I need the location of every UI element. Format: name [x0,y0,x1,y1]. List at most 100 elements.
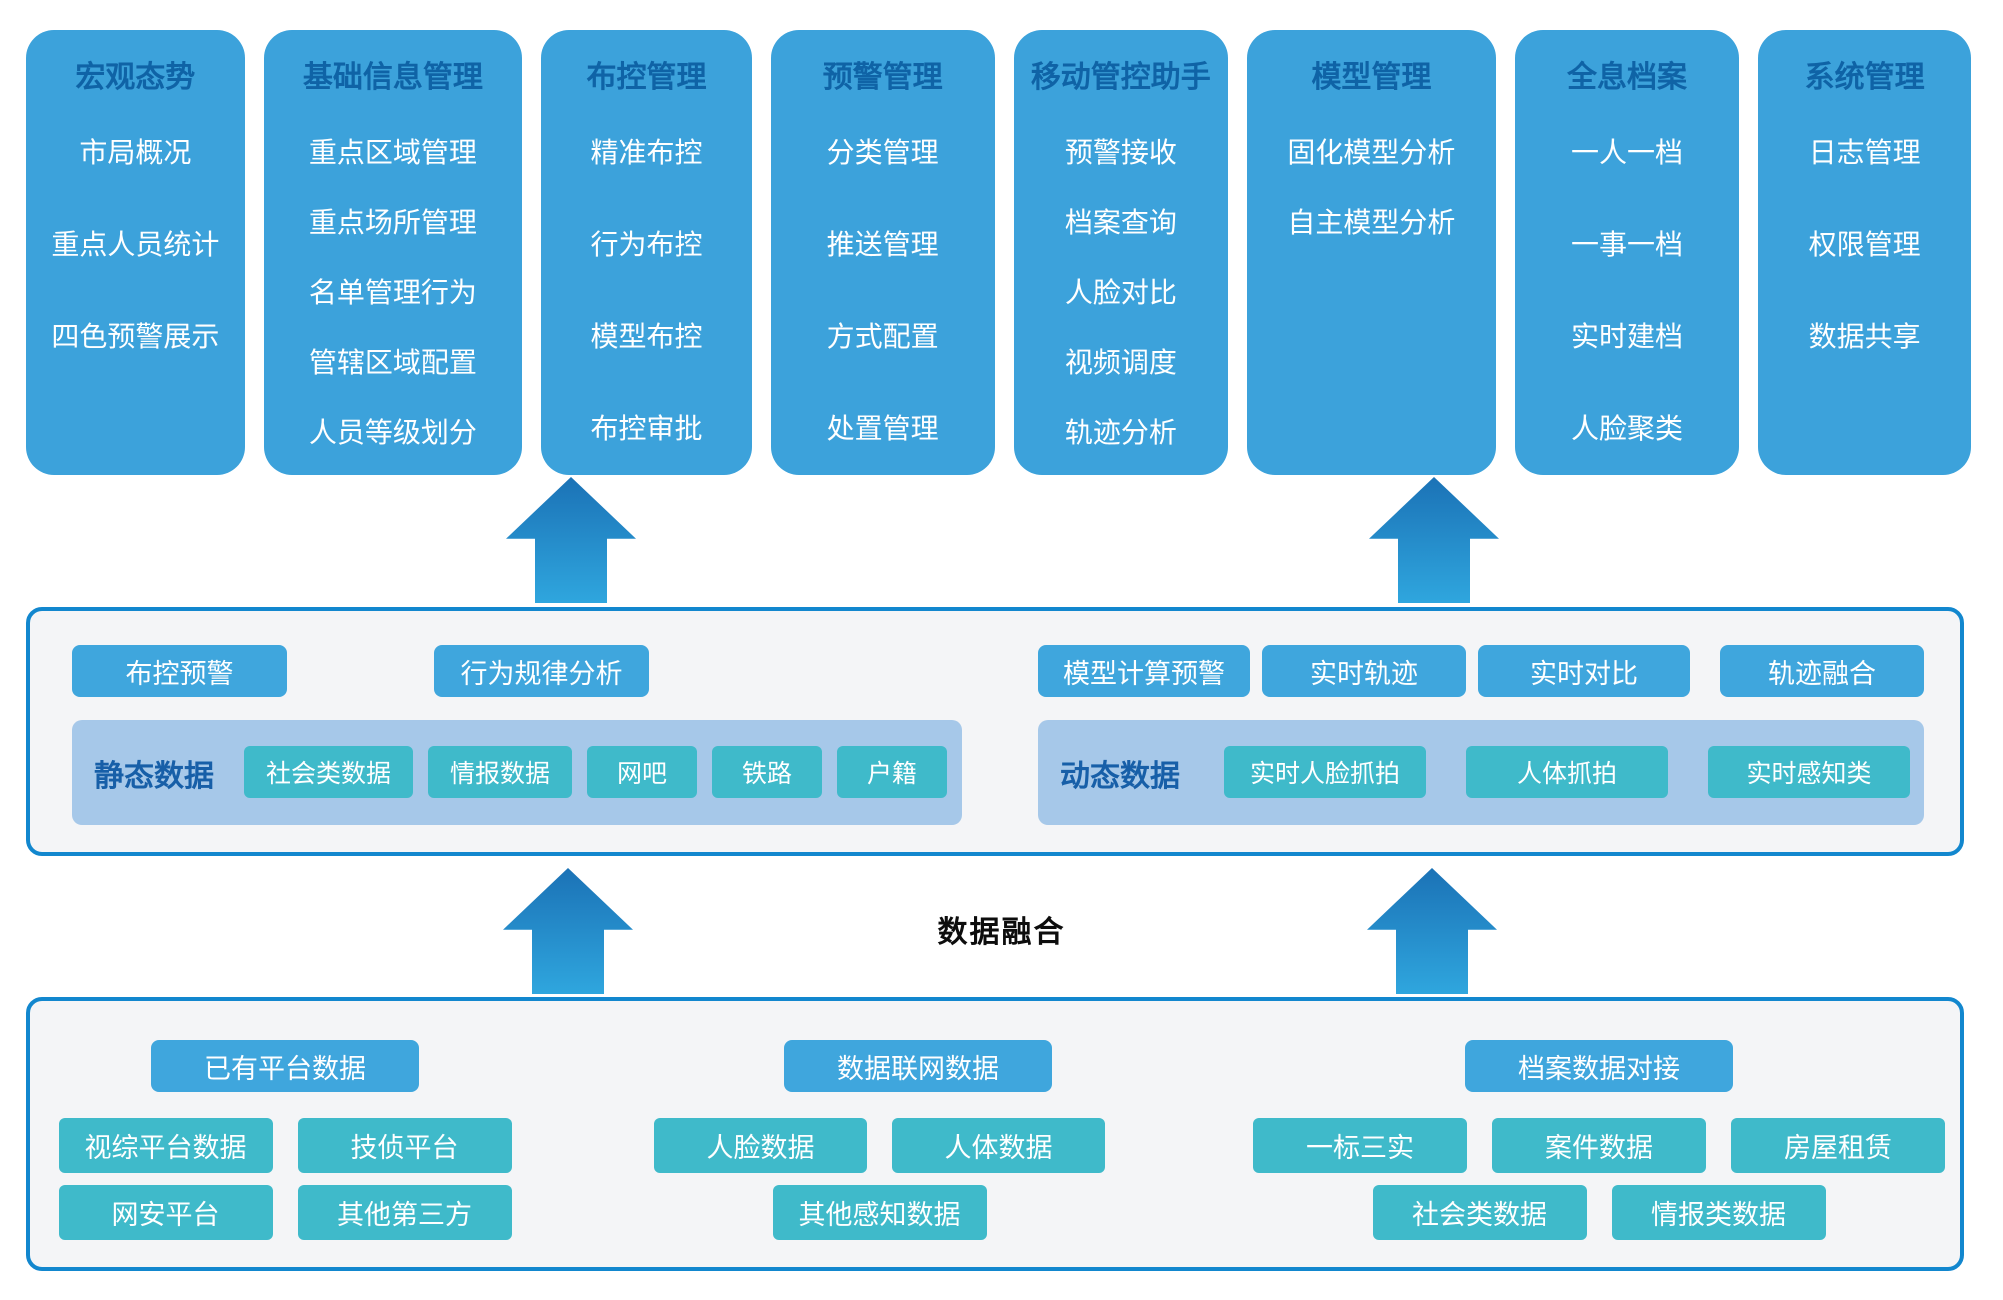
dynamic-data-panel: 动态数据 实时人脸抓拍 人体抓拍 实时感知类 [1038,720,1924,825]
data-source-item: 案件数据 [1492,1118,1706,1173]
module-title: 移动管控助手 [1030,61,1211,94]
module-item: 人员等级划分 [308,417,477,448]
module-item: 管辖区域配置 [308,347,477,378]
up-arrow-icon [1369,477,1499,603]
dynamic-data-chips: 实时人脸抓拍 人体抓拍 实时感知类 [1224,746,1910,798]
networked-data-group: 数据联网数据 人脸数据 人体数据 其他感知数据 [654,1001,1105,1267]
data-source-item: 其他第三方 [297,1185,512,1240]
data-source-item: 人体数据 [892,1118,1105,1173]
module-item: 方式配置 [826,321,939,352]
module-item: 档案查询 [1064,207,1177,238]
data-source-layer-box: 已有平台数据 视综平台数据 技侦平台 网安平台 其他第三方 数据联网数据 人脸数… [26,997,1964,1271]
source-row: 社会类数据 情报类数据 [1253,1185,1945,1240]
module-item: 一人一档 [1571,137,1684,168]
module-item: 预警接收 [1064,137,1177,168]
data-source-item: 视综平台数据 [58,1118,273,1173]
application-layer: 宏观态势 市局概况 重点人员统计 四色预警展示 基础信息管理 重点区域管理 重点… [26,30,1971,475]
source-row: 视综平台数据 技侦平台 [57,1118,513,1173]
source-row: 一标三实 案件数据 房屋租赁 [1253,1118,1945,1173]
data-chip: 户籍 [837,746,948,798]
module-title: 全息档案 [1567,61,1688,94]
module-item: 日志管理 [1808,137,1921,168]
analysis-button: 布控预警 [72,645,287,697]
module-item-list: 一人一档 一事一档 实时建档 人脸聚类 [1571,133,1683,449]
module-title: 系统管理 [1804,61,1925,94]
module-macro-situation: 宏观态势 市局概况 重点人员统计 四色预警展示 [26,30,245,475]
data-chip: 社会类数据 [244,746,414,798]
module-title: 预警管理 [822,61,943,94]
module-item-list: 预警接收 档案查询 人脸对比 视频调度 轨迹分析 [1065,133,1177,453]
module-item: 处置管理 [826,413,939,444]
module-alert-mgmt: 预警管理 分类管理 推送管理 方式配置 处置管理 [770,30,995,475]
module-basic-info: 基础信息管理 重点区域管理 重点场所管理 名单管理行为 管辖区域配置 人员等级划… [263,30,523,475]
module-item-list: 重点区域管理 重点场所管理 名单管理行为 管辖区域配置 人员等级划分 [309,133,477,453]
module-item-list: 分类管理 推送管理 方式配置 处置管理 [827,133,939,449]
data-chip: 人体抓拍 [1466,746,1668,798]
static-data-panel: 静态数据 社会类数据 情报数据 网吧 铁路 户籍 [72,720,962,825]
data-source-item: 社会类数据 [1372,1185,1587,1240]
module-item: 人脸聚类 [1571,413,1684,444]
panel-label: 动态数据 [1060,759,1180,793]
module-item: 行为布控 [590,229,703,260]
module-item: 重点人员统计 [51,229,220,260]
module-item: 权限管理 [1808,229,1921,260]
module-item: 模型布控 [590,321,703,352]
data-source-header: 档案数据对接 [1465,1040,1733,1092]
module-item: 一事一档 [1571,229,1684,260]
static-data-chips: 社会类数据 情报数据 网吧 铁路 户籍 [244,746,948,798]
module-item: 视频调度 [1064,347,1177,378]
source-row: 网安平台 其他第三方 [57,1185,513,1240]
module-model-mgmt: 模型管理 固化模型分析 自主模型分析 [1247,30,1496,475]
data-source-item: 房屋租赁 [1731,1118,1945,1173]
data-chip: 情报数据 [428,746,573,798]
data-source-header: 数据联网数据 [784,1040,1052,1092]
module-item: 重点场所管理 [308,207,477,238]
module-item: 重点区域管理 [308,137,477,168]
module-item: 人脸对比 [1064,277,1177,308]
module-item: 名单管理行为 [308,277,477,308]
data-source-item: 其他感知数据 [772,1185,987,1240]
source-row: 人脸数据 人体数据 [654,1118,1105,1173]
analysis-layer-box: 布控预警 行为规律分析 模型计算预警 实时轨迹 实时对比 轨迹融合 静态数据 社… [26,607,1964,856]
data-fusion-label: 数据融合 [937,916,1066,949]
data-source-item: 网安平台 [58,1185,273,1240]
existing-platform-group: 已有平台数据 视综平台数据 技侦平台 网安平台 其他第三方 [57,1001,513,1267]
module-mobile-assistant: 移动管控助手 预警接收 档案查询 人脸对比 视频调度 轨迹分析 [1013,30,1229,475]
module-item-list: 精准布控 行为布控 模型布控 布控审批 [591,133,703,449]
data-source-item: 一标三实 [1253,1118,1467,1173]
module-item-list: 市局概况 重点人员统计 四色预警展示 [51,133,219,357]
archive-docking-group: 档案数据对接 一标三实 案件数据 房屋租赁 社会类数据 情报类数据 [1253,1001,1945,1267]
module-system-mgmt: 系统管理 日志管理 权限管理 数据共享 [1758,30,1971,475]
module-item: 固化模型分析 [1287,137,1456,168]
analysis-button: 实时轨迹 [1262,645,1466,697]
module-item: 自主模型分析 [1287,207,1456,238]
analysis-button: 实时对比 [1478,645,1690,697]
module-item: 布控审批 [590,413,703,444]
module-holographic-archive: 全息档案 一人一档 一事一档 实时建档 人脸聚类 [1514,30,1740,475]
panel-label: 静态数据 [94,759,214,793]
data-chip: 实时感知类 [1708,746,1910,798]
module-item: 推送管理 [826,229,939,260]
module-item: 实时建档 [1571,321,1684,352]
data-source-item: 技侦平台 [297,1118,512,1173]
module-surveillance-mgmt: 布控管理 精准布控 行为布控 模型布控 布控审批 [541,30,752,475]
module-item: 轨迹分析 [1064,417,1177,448]
data-source-item: 人脸数据 [654,1118,867,1173]
module-item: 数据共享 [1808,321,1921,352]
up-arrow-icon [506,477,636,603]
data-chip: 实时人脸抓拍 [1224,746,1426,798]
module-item: 精准布控 [590,137,703,168]
module-title: 布控管理 [586,61,707,94]
module-item-list: 日志管理 权限管理 数据共享 [1809,133,1921,357]
analysis-button: 轨迹融合 [1720,645,1924,697]
analysis-button: 行为规律分析 [434,645,649,697]
module-title: 基础信息管理 [302,61,483,94]
source-row: 其他感知数据 [654,1185,1105,1240]
module-item-list: 固化模型分析 自主模型分析 [1287,133,1455,243]
data-chip: 铁路 [712,746,823,798]
data-chip: 网吧 [587,746,698,798]
data-source-header: 已有平台数据 [151,1040,419,1092]
module-item: 分类管理 [826,137,939,168]
analysis-button: 模型计算预警 [1038,645,1250,697]
